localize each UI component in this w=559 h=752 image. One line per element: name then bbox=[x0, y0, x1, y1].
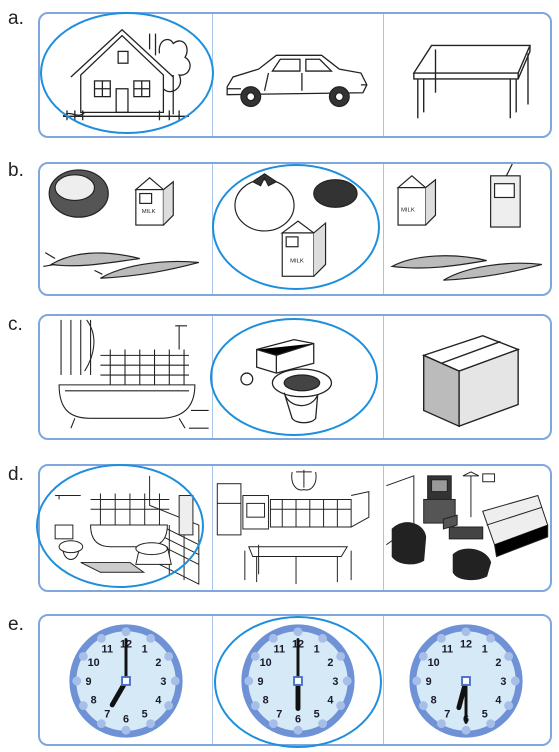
tick-dot bbox=[486, 719, 496, 729]
row-c-letter: c. bbox=[8, 314, 23, 335]
tick-dot bbox=[510, 676, 520, 686]
clock-number: 3 bbox=[160, 676, 166, 688]
clock-number: 7 bbox=[444, 708, 450, 720]
clock-number: 2 bbox=[155, 657, 161, 669]
bathtub-drawing bbox=[58, 319, 209, 429]
clock-center bbox=[461, 676, 471, 686]
clock-number: 10 bbox=[428, 657, 440, 669]
bathtub-picture[interactable] bbox=[40, 316, 212, 438]
row-e-letter: e. bbox=[8, 614, 24, 635]
divider bbox=[383, 14, 384, 136]
row-b-panel: MILK MILK bbox=[38, 162, 552, 296]
milk-juice-carrots-drawing: MILK bbox=[390, 164, 542, 281]
clock-number: 6 bbox=[123, 713, 129, 725]
row-b-letter: b. bbox=[8, 160, 24, 181]
tick-dot bbox=[96, 719, 106, 729]
table-drawing bbox=[412, 44, 532, 119]
tick-dot bbox=[78, 651, 88, 661]
tick-dot bbox=[436, 719, 446, 729]
clock-number: 10 bbox=[88, 657, 100, 669]
divider bbox=[383, 316, 384, 438]
divider bbox=[212, 616, 213, 744]
tick-dot bbox=[504, 651, 514, 661]
clock-number: 9 bbox=[426, 676, 432, 688]
carton-label: MILK bbox=[401, 207, 415, 213]
tick-dot bbox=[418, 651, 428, 661]
clock-number: 4 bbox=[155, 695, 161, 707]
tick-dot bbox=[164, 701, 174, 711]
clock-number: 3 bbox=[500, 676, 506, 688]
clock-center bbox=[121, 676, 131, 686]
carton-label: MILK bbox=[142, 209, 156, 215]
tick-dot bbox=[121, 627, 131, 637]
clock-face: 121234567891011 bbox=[69, 624, 183, 738]
clock-number: 9 bbox=[86, 676, 92, 688]
clock-number: 8 bbox=[431, 695, 437, 707]
row-d-panel bbox=[36, 464, 552, 592]
answer-circle bbox=[212, 164, 380, 290]
tick-dot bbox=[418, 701, 428, 711]
kitchen-drawing bbox=[216, 469, 370, 585]
car-picture[interactable] bbox=[212, 14, 383, 136]
living-room-picture[interactable] bbox=[383, 466, 550, 590]
divider bbox=[212, 466, 213, 590]
answer-circle bbox=[40, 12, 214, 134]
answer-circle bbox=[214, 616, 382, 748]
clock-number: 2 bbox=[495, 657, 501, 669]
tick-dot bbox=[121, 725, 131, 735]
box-picture[interactable] bbox=[383, 316, 550, 438]
clock-face: 121234567891011 bbox=[409, 624, 523, 738]
tick-dot bbox=[504, 701, 514, 711]
table-picture[interactable] bbox=[383, 14, 550, 136]
milk-juice-carrots-picture[interactable]: MILK bbox=[383, 164, 550, 294]
row-a-panel bbox=[38, 12, 552, 138]
tick-dot bbox=[78, 701, 88, 711]
tick-dot bbox=[461, 627, 471, 637]
divider bbox=[383, 616, 384, 744]
box-drawing bbox=[421, 334, 521, 428]
clock-number: 12 bbox=[460, 639, 472, 651]
clock-number: 5 bbox=[142, 708, 148, 720]
row-c-panel bbox=[38, 314, 552, 440]
clock-number: 1 bbox=[142, 644, 148, 656]
potato-milk-carrots-drawing: MILK bbox=[43, 169, 200, 279]
divider bbox=[383, 164, 384, 294]
kitchen-picture[interactable] bbox=[212, 466, 383, 590]
clock-7-oclock-picture[interactable]: 121234567891011 bbox=[40, 616, 212, 744]
answer-circle bbox=[36, 464, 204, 588]
tick-dot bbox=[486, 633, 496, 643]
clock-number: 11 bbox=[442, 644, 453, 656]
clock-number: 1 bbox=[482, 644, 488, 656]
clock-number: 5 bbox=[482, 708, 488, 720]
clock-number: 8 bbox=[91, 695, 97, 707]
potato-milk-carrots-picture[interactable]: MILK bbox=[40, 164, 212, 294]
divider bbox=[383, 466, 384, 590]
clock-number: 7 bbox=[104, 708, 110, 720]
tick-dot bbox=[170, 676, 180, 686]
tick-dot bbox=[461, 725, 471, 735]
tick-dot bbox=[146, 633, 156, 643]
row-d-letter: d. bbox=[8, 464, 24, 485]
tick-dot bbox=[72, 676, 82, 686]
row-e-panel: 121234567891011 121234567891011 12123456… bbox=[38, 614, 552, 748]
tick-dot bbox=[146, 719, 156, 729]
row-a-letter: a. bbox=[8, 8, 24, 29]
living-room-drawing bbox=[386, 471, 549, 581]
tick-dot bbox=[436, 633, 446, 643]
clock-number: 4 bbox=[495, 695, 501, 707]
tick-dot bbox=[412, 676, 422, 686]
answer-circle bbox=[210, 318, 378, 436]
clock-6-30-picture[interactable]: 121234567891011 bbox=[383, 616, 550, 744]
tick-dot bbox=[164, 651, 174, 661]
clock-number: 11 bbox=[102, 644, 113, 656]
car-drawing bbox=[226, 54, 368, 108]
tick-dot bbox=[96, 633, 106, 643]
